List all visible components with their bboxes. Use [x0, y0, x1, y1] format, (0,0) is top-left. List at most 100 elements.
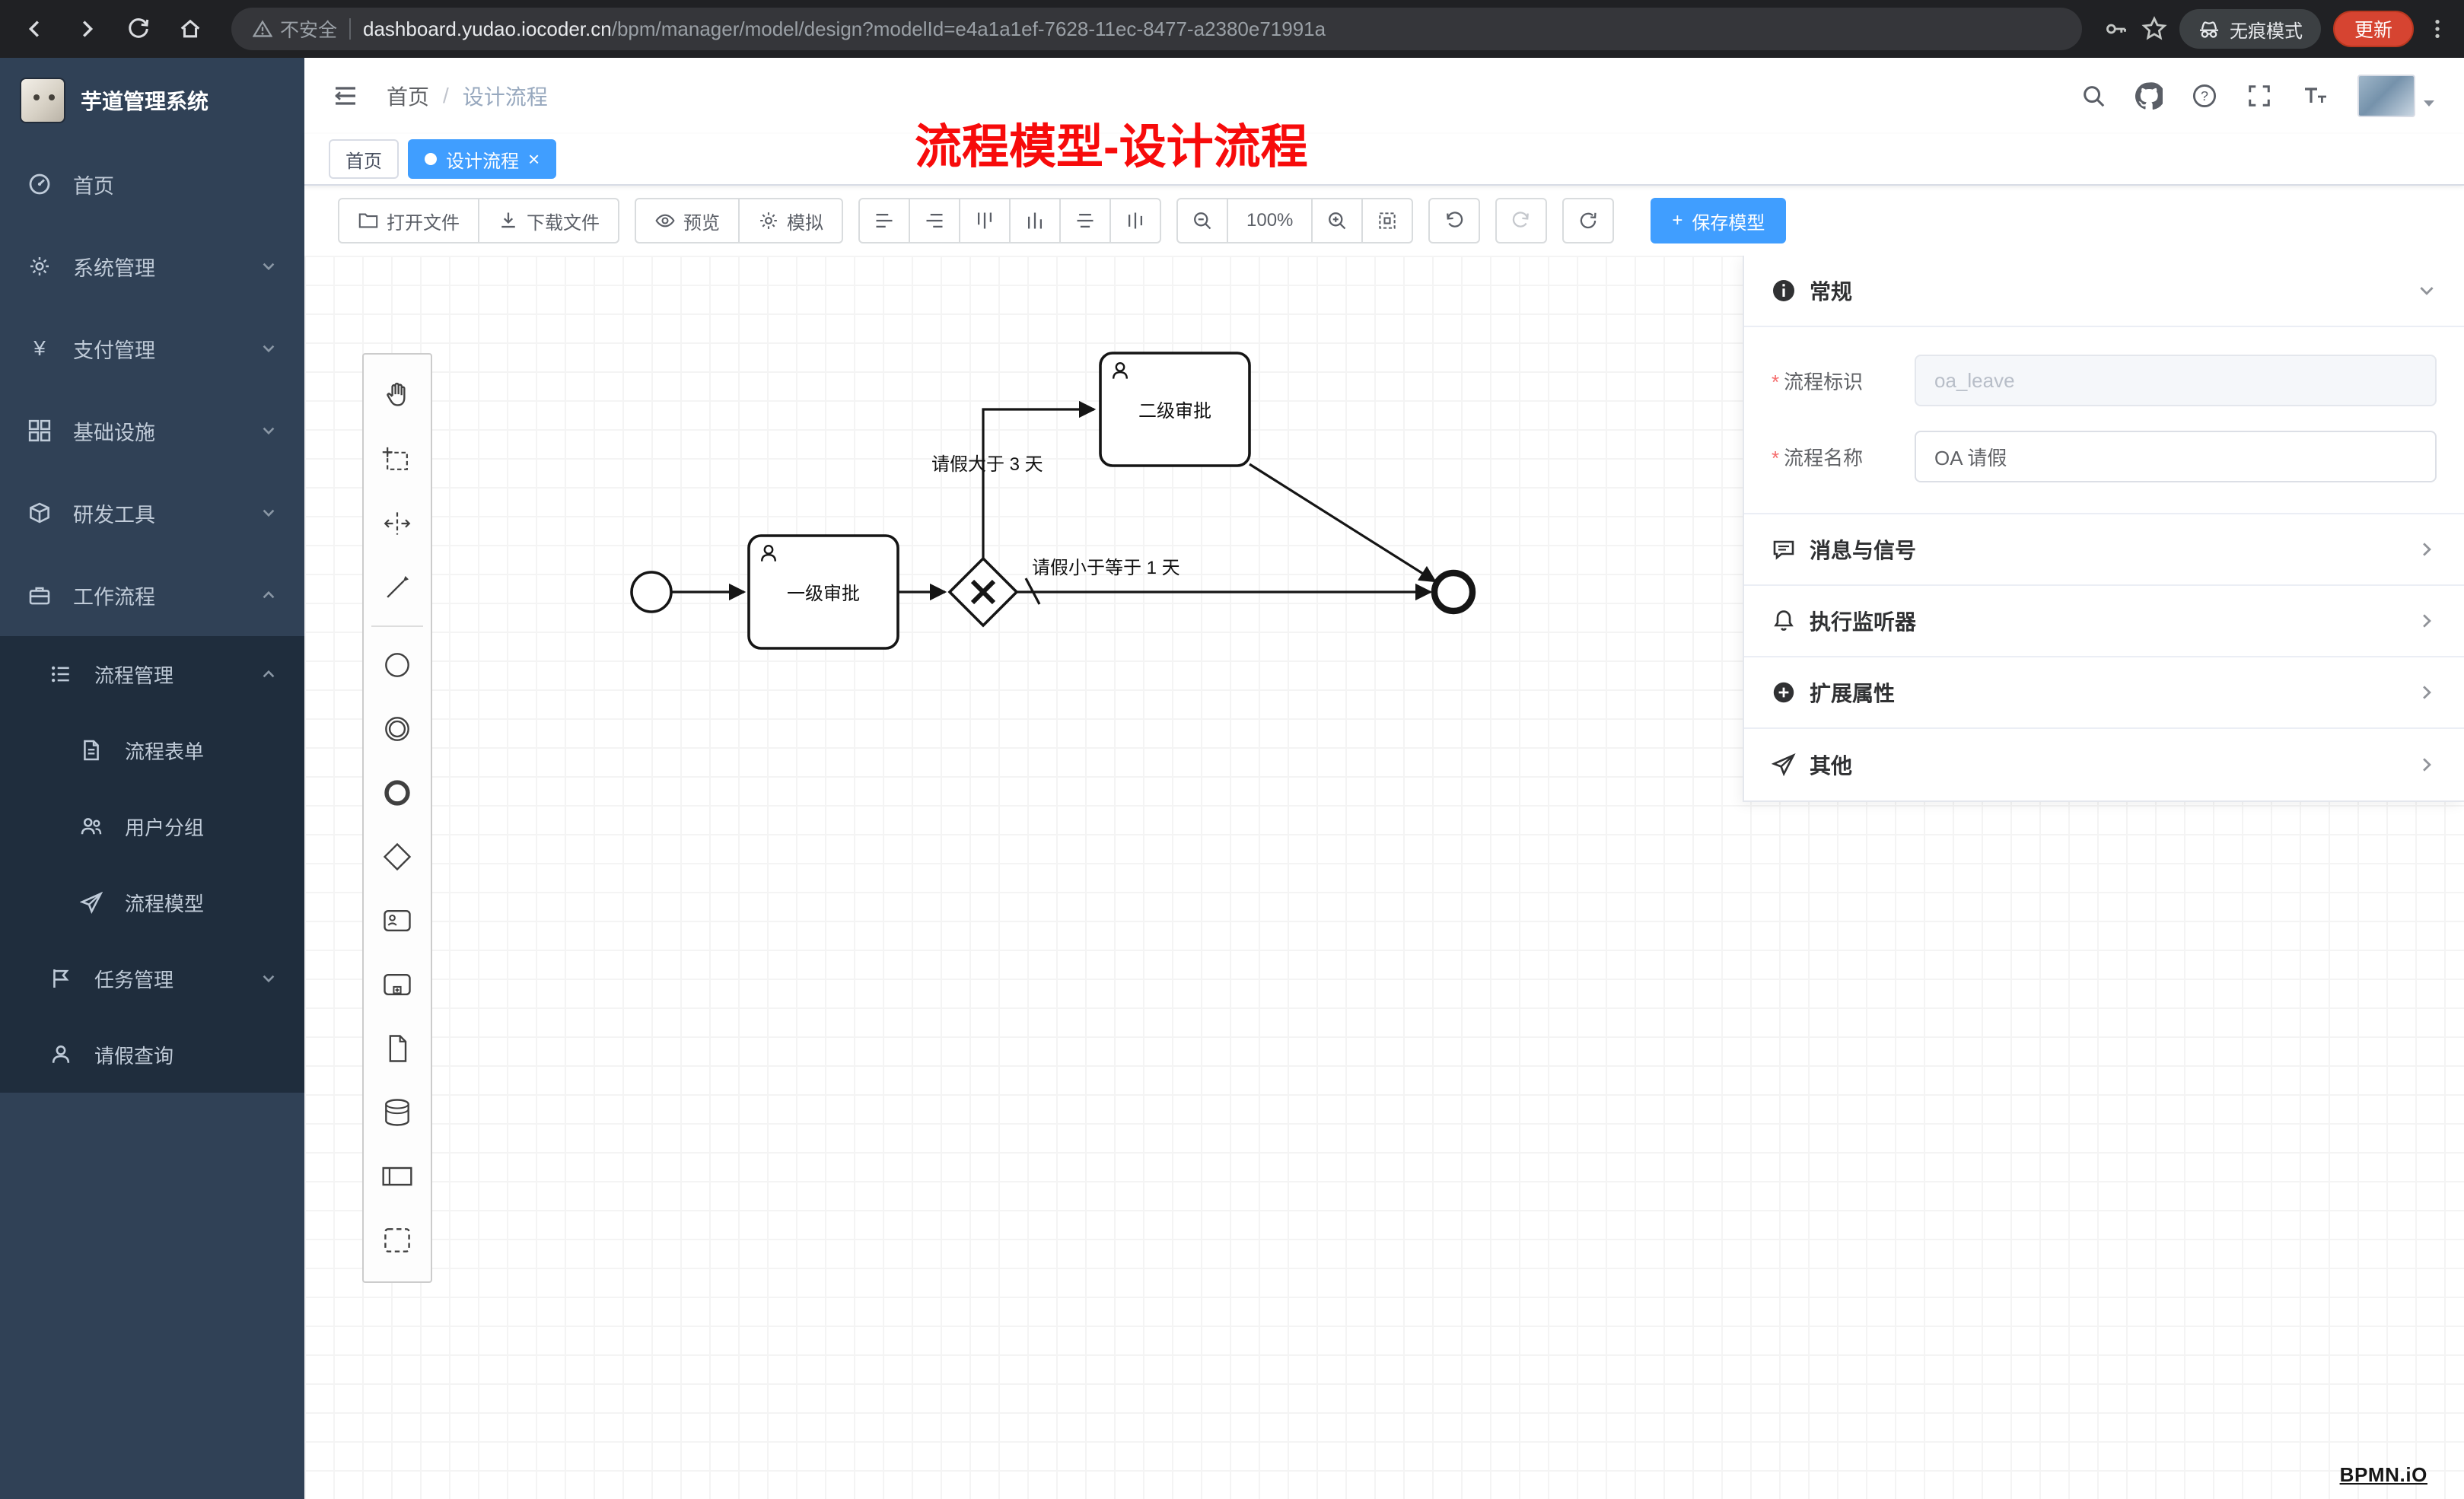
browser-back-button[interactable] — [15, 9, 55, 49]
exclusive-gateway[interactable] — [947, 556, 1019, 628]
chevron-down-icon — [260, 340, 277, 357]
preview-button[interactable]: 预览 — [635, 198, 740, 243]
zoom-reset-button[interactable] — [1361, 198, 1414, 243]
person-icon — [49, 1043, 73, 1066]
font-size-button[interactable] — [2301, 82, 2329, 110]
logo-avatar — [20, 78, 65, 123]
align-left-button[interactable] — [858, 198, 910, 243]
key-icon — [2106, 24, 2126, 34]
palette-end-event[interactable] — [368, 761, 426, 825]
sidebar-item-task-management[interactable]: 任务管理 — [0, 940, 304, 1017]
sidebar-item-payment[interactable]: ¥ 支付管理 — [0, 307, 304, 390]
align-top-button[interactable] — [959, 198, 1011, 243]
user-menu[interactable] — [2357, 75, 2437, 117]
flow-task2-to-end[interactable] — [1249, 463, 1437, 583]
start-event[interactable] — [630, 571, 673, 613]
zoom-out-button[interactable] — [1176, 198, 1228, 243]
palette-participant[interactable] — [368, 1144, 426, 1208]
palette-subprocess[interactable] — [368, 953, 426, 1017]
designer-workspace: 打开文件 下载文件 预览 — [304, 186, 2464, 1499]
condition-label-gt[interactable]: 请假大于 3 天 — [931, 454, 1043, 475]
bpmn-io-logo[interactable]: BPMN.iO — [2339, 1463, 2427, 1486]
sidebar-item-user-group[interactable]: 用户分组 — [0, 788, 304, 864]
sidebar-item-devtools[interactable]: 研发工具 — [0, 472, 304, 554]
open-file-button[interactable]: 打开文件 — [338, 198, 479, 243]
sidebar-item-process-model[interactable]: 流程模型 — [0, 864, 304, 940]
tab-design-process[interactable]: 设计流程 × — [408, 139, 557, 179]
sequence-flows[interactable] — [671, 400, 1437, 605]
palette-start-event[interactable] — [368, 633, 426, 697]
sidebar-item-process-management[interactable]: 流程管理 — [0, 636, 304, 712]
close-icon[interactable]: × — [528, 148, 540, 170]
align-bottom-button[interactable] — [1009, 198, 1061, 243]
sidebar-item-system[interactable]: 系统管理 — [0, 225, 304, 307]
sidebar-logo[interactable]: 芋道管理系统 — [0, 58, 304, 143]
browser-reload-button[interactable] — [119, 9, 158, 49]
sidebar-item-workflow[interactable]: 工作流程 — [0, 554, 304, 636]
flow-gateway-to-task2[interactable] — [982, 400, 1097, 559]
button-label: 保存模型 — [1692, 212, 1765, 234]
end-event[interactable] — [1431, 569, 1476, 615]
gateway-x-icon — [970, 579, 996, 605]
chevron-down-icon — [260, 422, 277, 439]
palette-hand-tool[interactable] — [368, 364, 426, 428]
panel-section-general[interactable]: 常规 — [1744, 256, 2464, 327]
search-button[interactable] — [2080, 83, 2106, 109]
save-model-button[interactable]: + 保存模型 — [1651, 198, 1787, 243]
help-button[interactable]: ? — [2192, 83, 2217, 109]
sidebar-item-process-form[interactable]: 流程表单 — [0, 712, 304, 788]
palette-intermediate-event[interactable] — [368, 697, 426, 761]
sidebar-item-infrastructure[interactable]: 基础设施 — [0, 390, 304, 472]
github-button[interactable] — [2135, 82, 2163, 110]
panel-section-message-signal[interactable]: 消息与信号 — [1744, 514, 2464, 586]
palette-gateway[interactable] — [368, 825, 426, 889]
align-button-group — [858, 198, 1161, 243]
palette-global-connect-tool[interactable] — [368, 555, 426, 619]
zoom-in-button[interactable] — [1311, 198, 1364, 243]
font-size-icon — [2305, 88, 2326, 103]
sidebar-collapse-button[interactable] — [332, 82, 359, 110]
download-file-button[interactable]: 下载文件 — [478, 198, 619, 243]
align-center-horizontal-button[interactable] — [1059, 198, 1111, 243]
undo-button[interactable] — [1428, 198, 1481, 243]
bpmn-canvas[interactable]: 请假大于 3 天 请假小于等于 1 天 一级审批 — [304, 256, 2464, 1499]
browser-home-button[interactable] — [170, 9, 210, 49]
sidebar-item-home[interactable]: 首页 — [0, 143, 304, 225]
panel-section-execution-listener[interactable]: 执行监听器 — [1744, 586, 2464, 657]
annotation-text: 流程模型-设计流程 — [915, 121, 1308, 173]
user-task-level2[interactable]: 二级审批 — [1099, 352, 1251, 467]
palette-data-store[interactable] — [368, 1080, 426, 1144]
tab-home[interactable]: 首页 — [329, 139, 399, 179]
simulate-button[interactable]: 模拟 — [738, 198, 843, 243]
palette-group[interactable] — [368, 1208, 426, 1272]
browser-menu-button[interactable] — [2426, 18, 2449, 40]
align-right-button[interactable] — [909, 198, 960, 243]
process-name-input[interactable] — [1915, 431, 2437, 482]
condition-label-lte[interactable]: 请假小于等于 1 天 — [1032, 558, 1180, 578]
align-center-vertical-button[interactable] — [1109, 198, 1161, 243]
menu-label: 基础设施 — [73, 421, 155, 444]
redo-button[interactable] — [1495, 198, 1548, 243]
panel-section-extended-properties[interactable]: 扩展属性 — [1744, 657, 2464, 729]
browser-forward-button[interactable] — [67, 9, 107, 49]
download-icon — [501, 212, 515, 228]
menu-label: 研发工具 — [73, 503, 155, 527]
user-task-level1[interactable]: 一级审批 — [747, 534, 899, 650]
bookmark-star-button[interactable] — [2141, 16, 2167, 42]
breadcrumb-home[interactable]: 首页 — [387, 85, 430, 109]
password-key-button[interactable] — [2103, 16, 2129, 42]
address-bar[interactable]: 不安全 dashboard.yudao.iocoder.cn/bpm/manag… — [231, 8, 2082, 50]
gear-icon — [27, 255, 52, 278]
palette-user-task[interactable] — [368, 889, 426, 953]
fullscreen-button[interactable] — [2246, 83, 2272, 109]
sidebar-item-leave-query[interactable]: 请假查询 — [0, 1017, 304, 1093]
restart-button[interactable] — [1562, 198, 1615, 243]
palette-lasso-tool[interactable] — [368, 428, 426, 492]
section-title: 扩展属性 — [1810, 682, 1896, 705]
panel-section-other[interactable]: 其他 — [1744, 729, 2464, 800]
palette-data-object[interactable] — [368, 1017, 426, 1080]
browser-update-button[interactable]: 更新 — [2332, 11, 2414, 47]
palette-space-tool[interactable] — [368, 492, 426, 555]
process-key-input[interactable] — [1915, 355, 2437, 406]
security-indicator[interactable]: 不安全 — [253, 15, 337, 43]
